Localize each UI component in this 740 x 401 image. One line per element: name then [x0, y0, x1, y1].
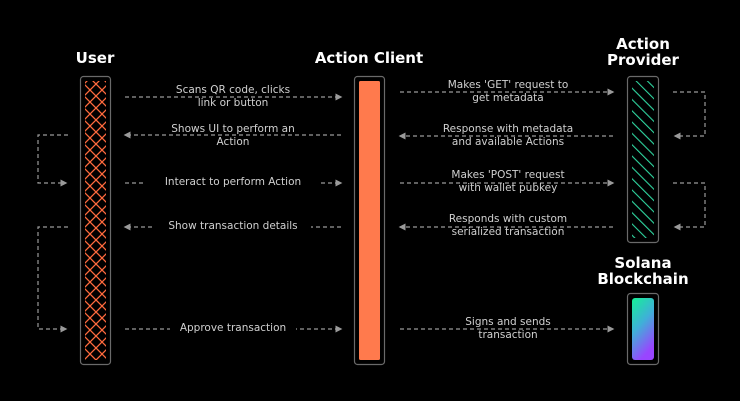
participant-blockchain-line-1: Solana — [614, 254, 672, 272]
user-lifeline — [79, 75, 112, 366]
participant-provider-line-1: Action — [616, 35, 670, 53]
loop-user-1 — [37, 134, 68, 187]
message-approve-line-1: Approve transaction — [179, 322, 287, 334]
loop-user-2 — [37, 226, 68, 333]
message-get-line-2: get metadata — [472, 92, 544, 104]
message-approve: Approve transaction — [170, 322, 296, 335]
blockchain-lifeline — [626, 292, 660, 366]
provider-lifeline — [626, 75, 660, 244]
message-response-transaction-line-2: serialized transaction — [451, 226, 565, 238]
message-response-metadata-line-1: Response with metadata — [442, 123, 574, 135]
participant-user: User — [75, 49, 115, 67]
message-sign-send-line-1: Signs and sends — [465, 316, 551, 328]
message-response-transaction: Responds with custom serialized transact… — [428, 213, 588, 239]
loop-provider-2 — [673, 182, 706, 231]
message-get-line-1: Makes 'GET' request to — [447, 79, 569, 91]
message-post-line-1: Makes 'POST' request — [451, 169, 565, 181]
message-response-metadata-line-2: and available Actions — [451, 136, 565, 148]
message-show-details-line-1: Show transaction details — [168, 220, 298, 232]
message-sign-send-line-2: transaction — [478, 329, 538, 341]
participant-blockchain-line-2: Blockchain — [597, 270, 689, 288]
message-scan-line-2: link or button — [197, 97, 269, 109]
participant-blockchain: Solana Blockchain — [593, 255, 693, 287]
message-response-metadata: Response with metadata and available Act… — [428, 123, 588, 149]
message-response-transaction-line-1: Responds with custom — [448, 213, 568, 225]
message-show-details: Show transaction details — [155, 220, 311, 233]
participant-provider-line-2: Provider — [607, 51, 679, 69]
message-scan: Scans QR code, clicks link or button — [153, 84, 313, 110]
loop-provider-1 — [673, 91, 706, 140]
message-get: Makes 'GET' request to get metadata — [428, 79, 588, 105]
client-lifeline — [353, 75, 386, 366]
message-sign-send: Signs and sends transaction — [438, 316, 578, 342]
message-interact: Interact to perform Action — [146, 176, 320, 189]
message-scan-line-1: Scans QR code, clicks — [175, 84, 291, 96]
message-show-ui: Shows UI to perform an Action — [153, 123, 313, 149]
message-post-line-2: with wallet pubkey — [458, 182, 558, 194]
message-show-ui-line-1: Shows UI to perform an — [171, 123, 295, 135]
message-interact-line-1: Interact to perform Action — [164, 176, 302, 188]
message-show-ui-line-2: Action — [216, 136, 250, 148]
message-post: Makes 'POST' request with wallet pubkey — [428, 169, 588, 195]
participant-client: Action Client — [314, 49, 424, 67]
participant-provider: Action Provider — [598, 36, 688, 68]
